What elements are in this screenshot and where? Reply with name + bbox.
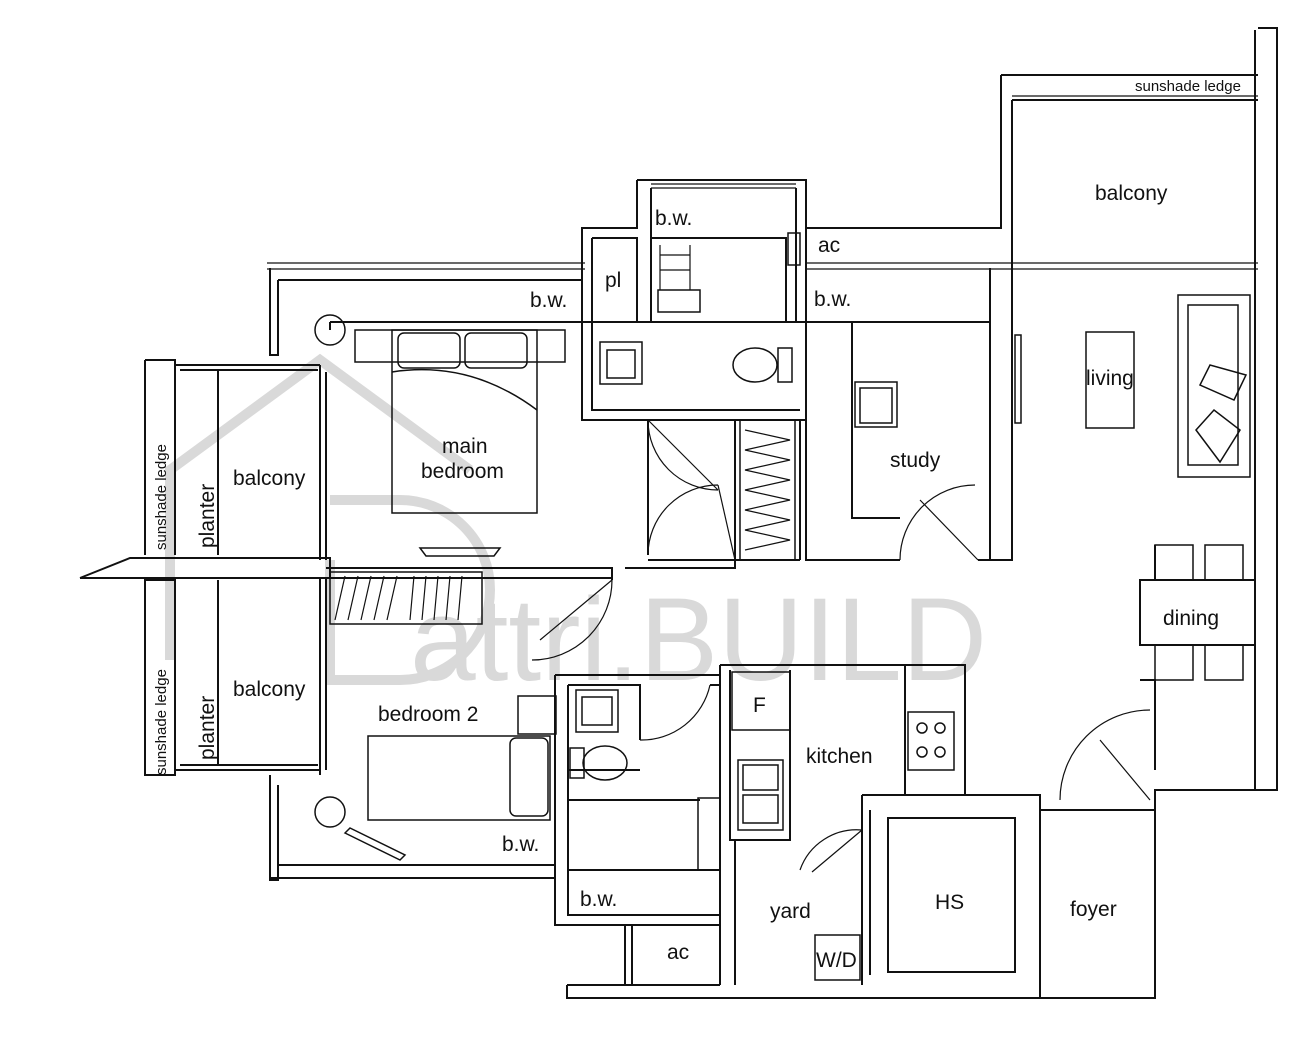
label-sunshade-left-bottom: sunshade ledge xyxy=(153,669,170,775)
label-bw-bed2: b.w. xyxy=(502,833,539,856)
bed-2 xyxy=(367,735,551,821)
wardrobe-main xyxy=(739,419,796,561)
label-balcony-left-bottom: balcony xyxy=(233,678,306,701)
furniture xyxy=(314,232,1251,981)
label-sunshade-left-top: sunshade ledge xyxy=(153,444,170,550)
label-bw-study: b.w. xyxy=(814,288,851,311)
watermark-text: attri.BUILD xyxy=(410,574,987,706)
label-main-bedroom-1: main xyxy=(442,435,488,458)
room-labels: sunshade ledge balcony b.w. ac pl b.w. b… xyxy=(153,78,1241,972)
label-balcony-left-top: balcony xyxy=(233,467,306,490)
label-balcony-top: balcony xyxy=(1095,182,1168,205)
label-planter-bottom: planter xyxy=(196,696,219,760)
walls xyxy=(79,27,1278,999)
wardrobe-bed2 xyxy=(329,571,483,625)
label-hs: HS xyxy=(935,891,964,914)
label-bw-top: b.w. xyxy=(655,207,692,230)
coffee-table xyxy=(1085,331,1135,429)
label-pl: pl xyxy=(605,269,621,292)
label-kitchen: kitchen xyxy=(806,745,873,768)
watermark-logo: attri.BUILD xyxy=(165,353,987,706)
label-living: living xyxy=(1086,367,1134,390)
label-yard: yard xyxy=(770,900,811,923)
label-foyer: foyer xyxy=(1070,898,1117,921)
label-dining: dining xyxy=(1163,607,1219,630)
label-bedroom-2: bedroom 2 xyxy=(378,703,478,726)
doors xyxy=(531,419,1151,873)
label-main-bedroom-2: bedroom xyxy=(421,460,504,483)
label-bw-bottom: b.w. xyxy=(580,888,617,911)
label-ac-top: ac xyxy=(818,234,840,257)
label-wd: W/D xyxy=(816,949,857,972)
label-study: study xyxy=(890,449,941,472)
sofa xyxy=(1177,294,1251,478)
label-sunshade-top: sunshade ledge xyxy=(1135,78,1241,95)
label-planter-top: planter xyxy=(196,484,219,548)
label-bw-main: b.w. xyxy=(530,289,567,312)
label-fridge: F xyxy=(753,694,766,717)
label-ac-bottom: ac xyxy=(667,941,689,964)
